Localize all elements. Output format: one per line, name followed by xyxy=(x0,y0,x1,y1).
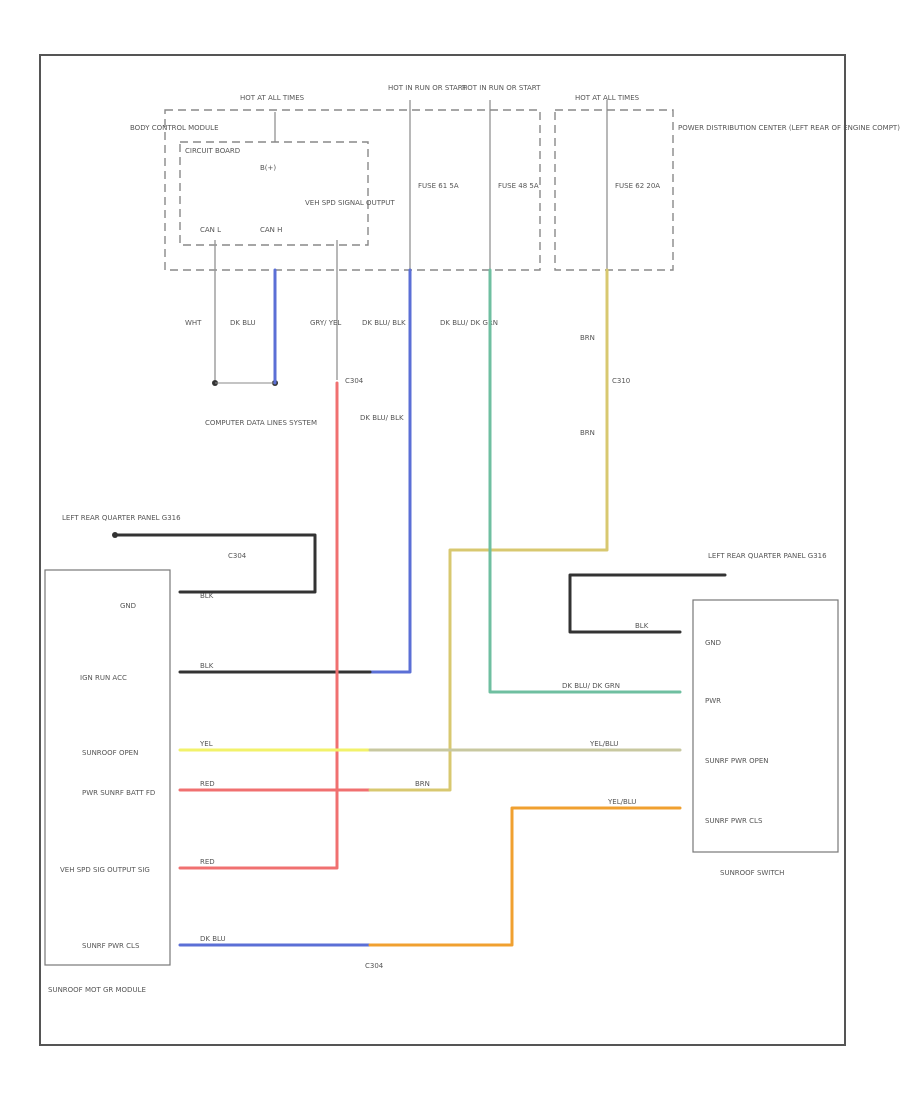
sunroof-switch-label: SUNROOF SWITCH xyxy=(720,869,784,877)
can-h-label: CAN H xyxy=(260,226,282,234)
close-dk-blu-label: DK BLU xyxy=(200,935,226,943)
sunroof-module-box xyxy=(44,569,171,966)
module-pin-batt: PWR SUNRF BATT FD xyxy=(82,789,155,797)
wht-label: WHT xyxy=(185,319,202,327)
switch-pin-pwr: PWR xyxy=(705,697,721,705)
dk-blu-dk-grn-label: DK BLU/ DK GRN xyxy=(440,319,498,327)
bcm-box xyxy=(164,109,541,271)
module-pin-close: SUNRF PWR CLS xyxy=(82,942,140,950)
sunroof-switch-box xyxy=(692,599,839,853)
switch-pin-gnd: GND xyxy=(705,639,721,647)
wire-pwr-green xyxy=(488,268,682,694)
dk-blu-blk-label-2: DK BLU/ BLK xyxy=(360,414,404,422)
pdc-label: POWER DISTRIBUTION CENTER (LEFT REAR OF … xyxy=(678,124,900,132)
switch-pin-close: SUNRF PWR CLS xyxy=(705,817,763,825)
gnd-blk-label: BLK xyxy=(200,592,214,600)
c310-label: C310 xyxy=(612,377,630,385)
circuit-board-box xyxy=(179,141,369,246)
batt-red-label: RED xyxy=(200,780,215,788)
pdc-box xyxy=(554,109,674,271)
hot-label-2: HOT IN RUN OR START xyxy=(388,84,467,92)
wire-gnd-switch xyxy=(568,573,727,634)
switch-open-wire-label: YEL/BLU xyxy=(589,740,618,748)
module-pin-gnd: GND xyxy=(120,602,136,610)
switch-pwr-wire-label: DK BLU/ DK GRN xyxy=(562,682,620,690)
c304-top-label: C304 xyxy=(345,377,364,385)
bcm-label: BODY CONTROL MODULE xyxy=(130,124,219,132)
gry-yel-label: GRY/ YEL xyxy=(310,319,341,327)
module-pin-vsp: VEH SPD SIG OUTPUT SIG xyxy=(60,866,150,874)
hot-label-3: HOT IN RUN OR START xyxy=(462,84,541,92)
hot-label-4: HOT AT ALL TIMES xyxy=(575,94,640,102)
ground-label-2: LEFT REAR QUARTER PANEL G316 xyxy=(708,552,827,560)
dk-blu-blk-label-1: DK BLU/ BLK xyxy=(362,319,406,327)
wire-ign-blue xyxy=(368,268,412,674)
fuse-62: FUSE 62 20A xyxy=(615,182,660,190)
ground-label-1: LEFT REAR QUARTER PANEL G316 xyxy=(62,514,181,522)
wire-gnd-module xyxy=(113,533,317,594)
circuit-board-label: CIRCUIT BOARD xyxy=(185,147,240,155)
vsp-red-label: RED xyxy=(200,858,215,866)
sunroof-module-label: SUNROOF MOT GR MODULE xyxy=(48,986,146,994)
brn-label-2: BRN xyxy=(580,429,595,437)
diagram-frame xyxy=(39,54,846,1046)
bus-label: B(+) xyxy=(260,164,276,172)
can-l-label: CAN L xyxy=(200,226,221,234)
dk-blu-can-label: DK BLU xyxy=(230,319,256,327)
ign-blk-label: BLK xyxy=(200,662,214,670)
open-yel-label: YEL xyxy=(199,740,213,748)
brn-label-1: BRN xyxy=(580,334,595,342)
fuse-48: FUSE 48 5A xyxy=(498,182,539,190)
wire-batt-tan xyxy=(368,268,609,792)
c304-gnd-label: C304 xyxy=(228,552,247,560)
wire-vsp-red xyxy=(178,381,339,870)
module-pin-ign: IGN RUN ACC xyxy=(80,674,127,682)
module-pin-open: SUNROOF OPEN xyxy=(82,749,138,757)
batt-brn-label: BRN xyxy=(415,780,430,788)
data-system-label: COMPUTER DATA LINES SYSTEM xyxy=(205,419,317,427)
wire-close-orange xyxy=(368,806,682,947)
hot-label-1: HOT AT ALL TIMES xyxy=(240,94,305,102)
switch-pin-open: SUNRF PWR OPEN xyxy=(705,757,769,765)
switch-close-wire-label: YEL/BLU xyxy=(607,798,636,806)
vsp-label: VEH SPD SIGNAL OUTPUT xyxy=(305,199,395,207)
c304-bottom-label: C304 xyxy=(365,962,384,970)
fuse-61: FUSE 61 5A xyxy=(418,182,459,190)
switch-gnd-blk-label: BLK xyxy=(635,622,649,630)
